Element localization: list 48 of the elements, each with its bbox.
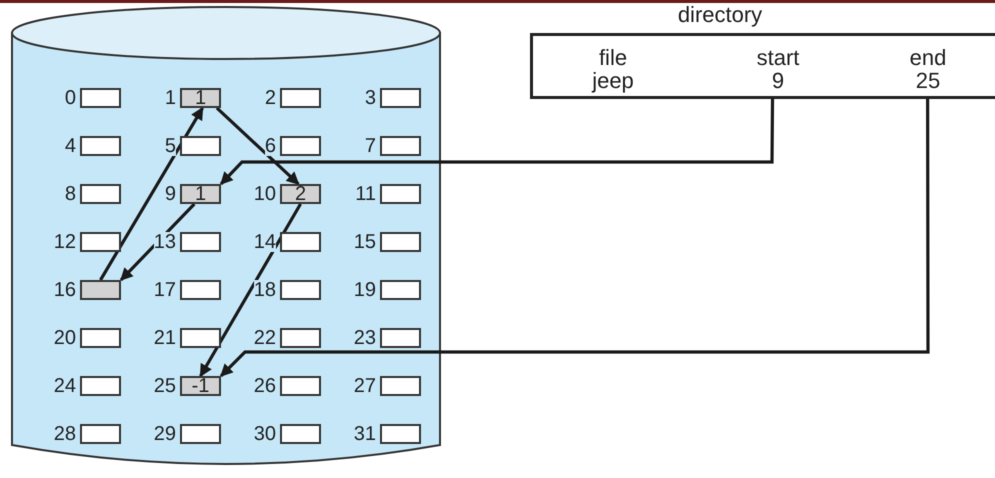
disk-block <box>80 232 121 252</box>
arrow <box>216 106 300 186</box>
disk-block <box>380 88 421 108</box>
arrow <box>220 99 930 378</box>
disk-block <box>80 280 121 300</box>
disk-block <box>380 280 421 300</box>
disk-block: 1 <box>180 184 221 204</box>
disk-block <box>180 328 221 348</box>
disk-block: 2 <box>280 184 321 204</box>
disk-block <box>180 136 221 156</box>
disk-block <box>280 376 321 396</box>
disk-block <box>280 280 321 300</box>
disk-block <box>280 328 321 348</box>
arrow <box>220 98 774 186</box>
disk-block <box>380 328 421 348</box>
disk-block <box>80 136 121 156</box>
arrow <box>99 106 204 281</box>
disk-block <box>80 88 121 108</box>
table-cell: file <box>598 47 628 69</box>
arrow <box>199 203 302 378</box>
disk-block: 1 <box>180 88 221 108</box>
disk-block <box>280 424 321 444</box>
arrow <box>120 202 196 282</box>
block-number: 14 <box>254 232 276 252</box>
disk-block <box>380 136 421 156</box>
table-cell: start <box>756 47 800 69</box>
disk-block <box>180 280 221 300</box>
disk-block <box>380 424 421 444</box>
table-title: directory <box>678 4 762 26</box>
disk-block: -1 <box>180 376 221 396</box>
disk-block <box>80 424 121 444</box>
disk-block <box>280 88 321 108</box>
disk-block <box>380 184 421 204</box>
disk-block <box>380 232 421 252</box>
disk-block <box>280 232 321 252</box>
disk-block <box>180 424 221 444</box>
table-cell: end <box>910 47 946 69</box>
table-cell: jeep <box>592 70 634 92</box>
table-cell: 9 <box>772 70 784 92</box>
table-cell: 25 <box>916 70 940 92</box>
block-number: 5 <box>164 136 176 156</box>
disk-block <box>80 184 121 204</box>
disk-block <box>80 376 121 396</box>
disk-block <box>180 232 221 252</box>
disk-block <box>380 376 421 396</box>
disk-block <box>80 328 121 348</box>
disk-block <box>280 136 321 156</box>
block-number: 6 <box>264 136 276 156</box>
